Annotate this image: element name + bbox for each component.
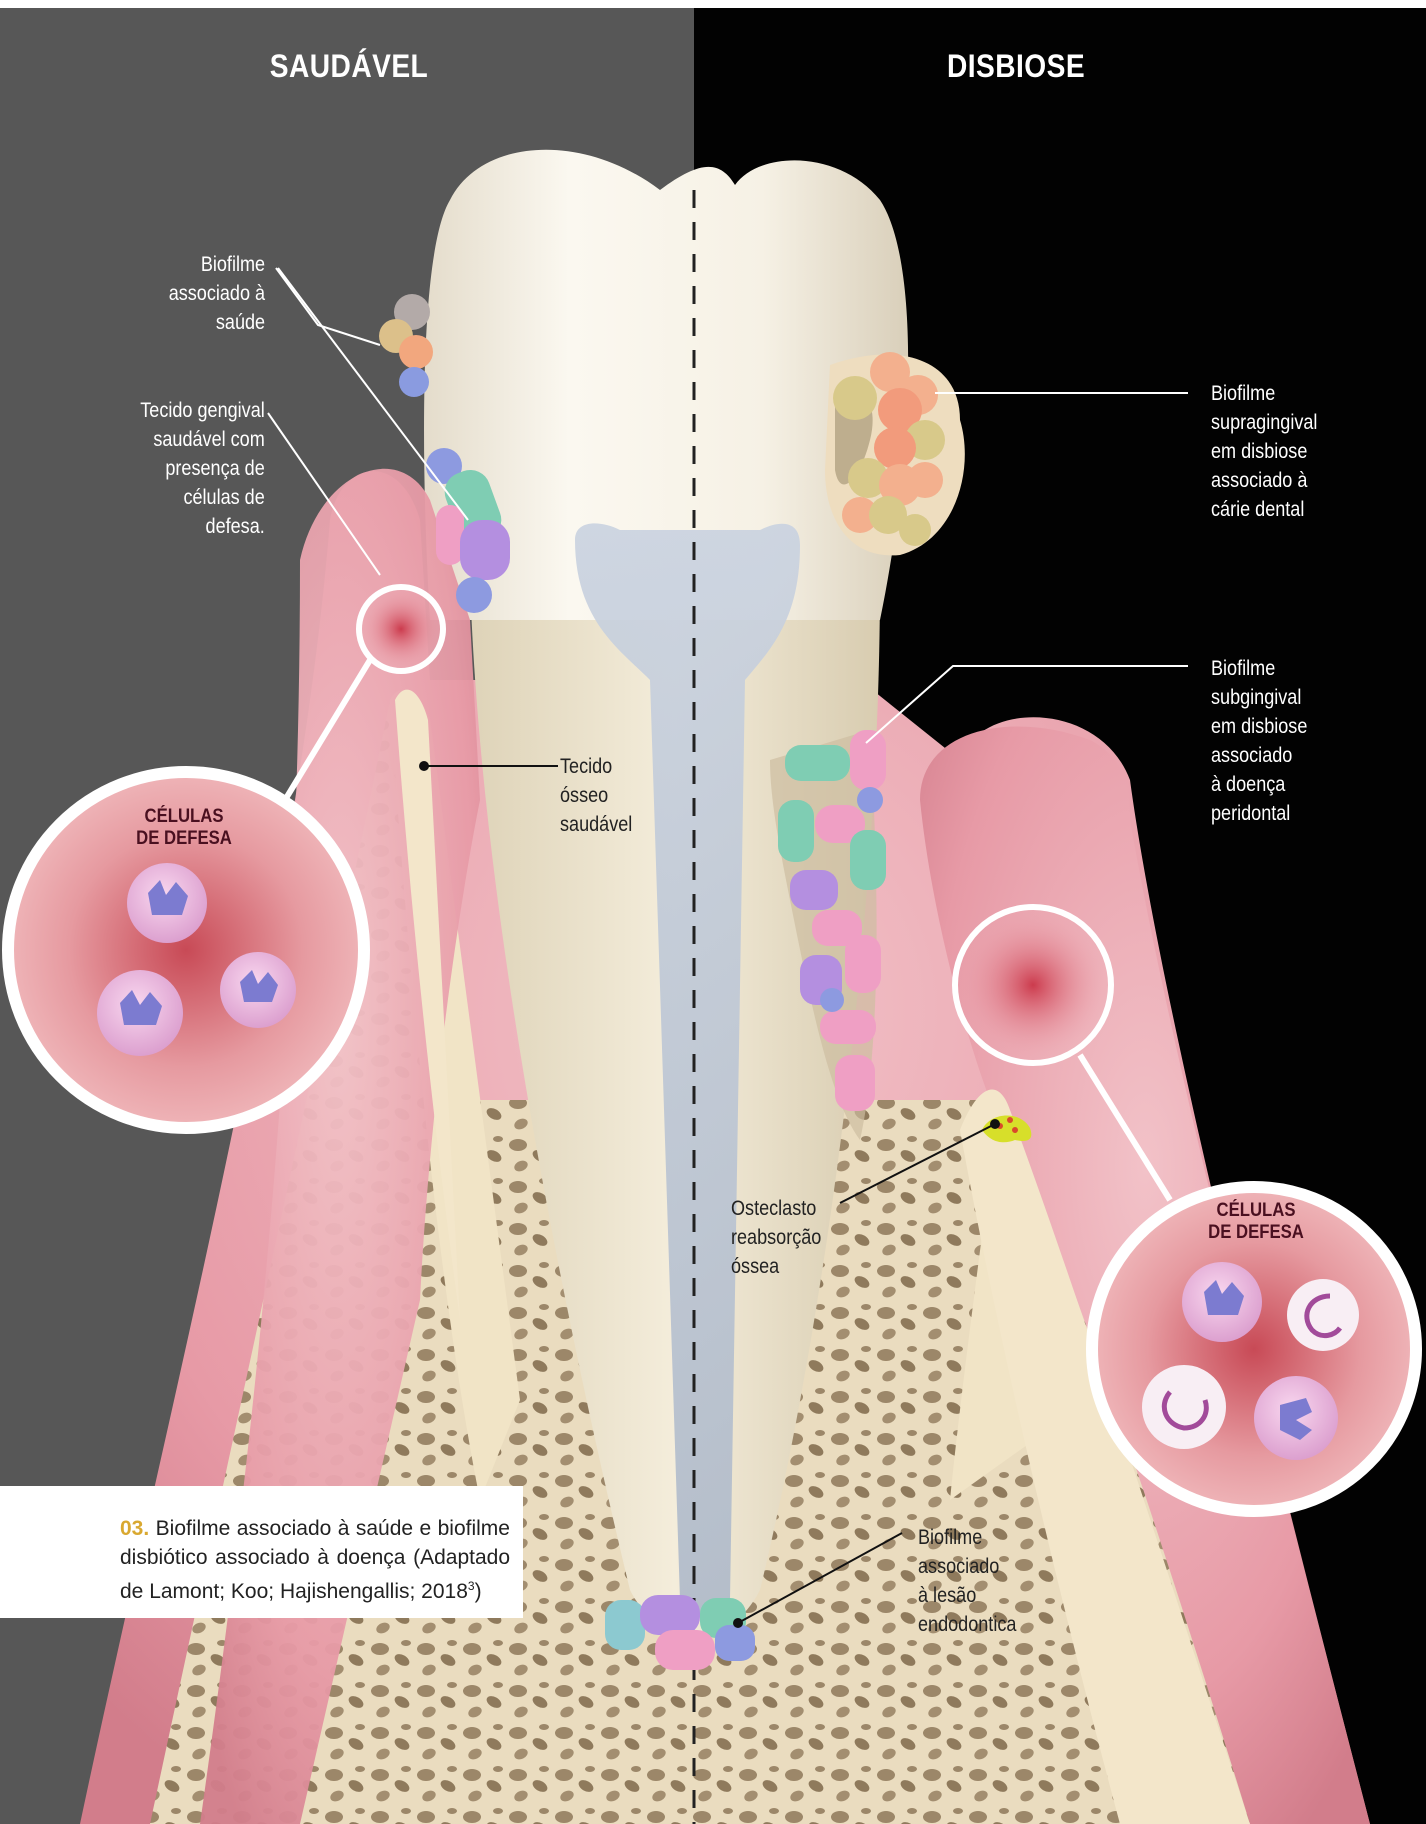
gum-defense-spot-left: [359, 587, 443, 671]
pointer-dot-osteoclast: [990, 1119, 1000, 1129]
caption-number: 03.: [120, 1517, 149, 1540]
caption-superscript: 3: [468, 1579, 475, 1593]
caption-tail: ): [475, 1580, 482, 1603]
header-dysbiosis: DISBIOSE: [840, 48, 1192, 85]
figure-caption: 03. Biofilme associado à saúde e biofilm…: [120, 1514, 510, 1606]
top-margin: [0, 0, 1426, 8]
header-healthy: SAUDÁVEL: [173, 48, 525, 85]
pointer-dot-bone: [419, 761, 429, 771]
caption-text: Biofilme associado à saúde e biofilme di…: [120, 1517, 510, 1603]
gum-defense-spot-right: [955, 907, 1111, 1063]
pointer-dot-endodontic: [733, 1618, 743, 1628]
